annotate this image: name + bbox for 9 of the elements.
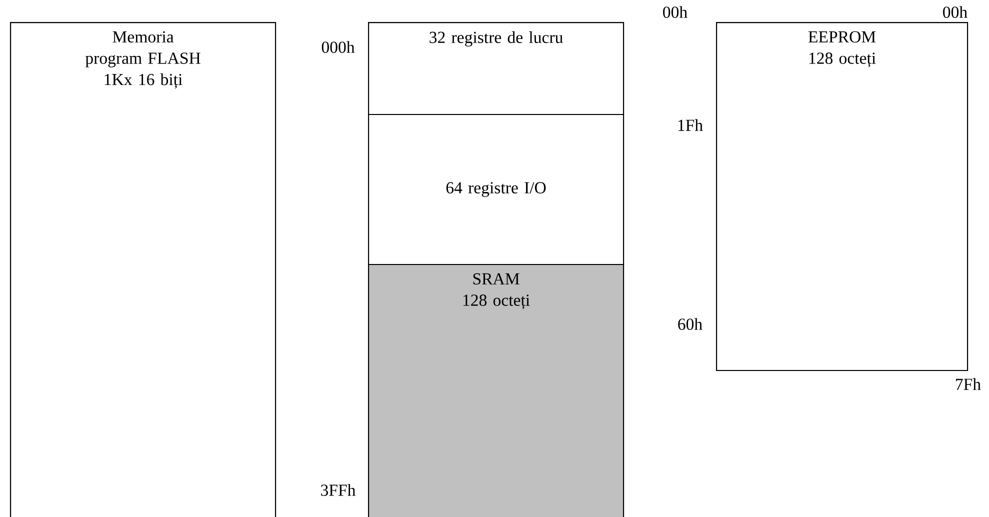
memory-block: 64 registre I/O [368,114,624,266]
address-label: 00h [663,6,688,18]
address-label: 000h [322,41,355,53]
memory-block: Memoria program FLASH 1Kx 16 biți [10,22,276,517]
address-label: 7Fh [956,378,981,390]
memory-block: SRAM 128 octeți [368,264,624,517]
memory-block: 32 registre de lucru [368,22,624,116]
address-label: 3FFh [321,484,356,496]
memory-block: EEPROM 128 octeți [716,22,968,372]
